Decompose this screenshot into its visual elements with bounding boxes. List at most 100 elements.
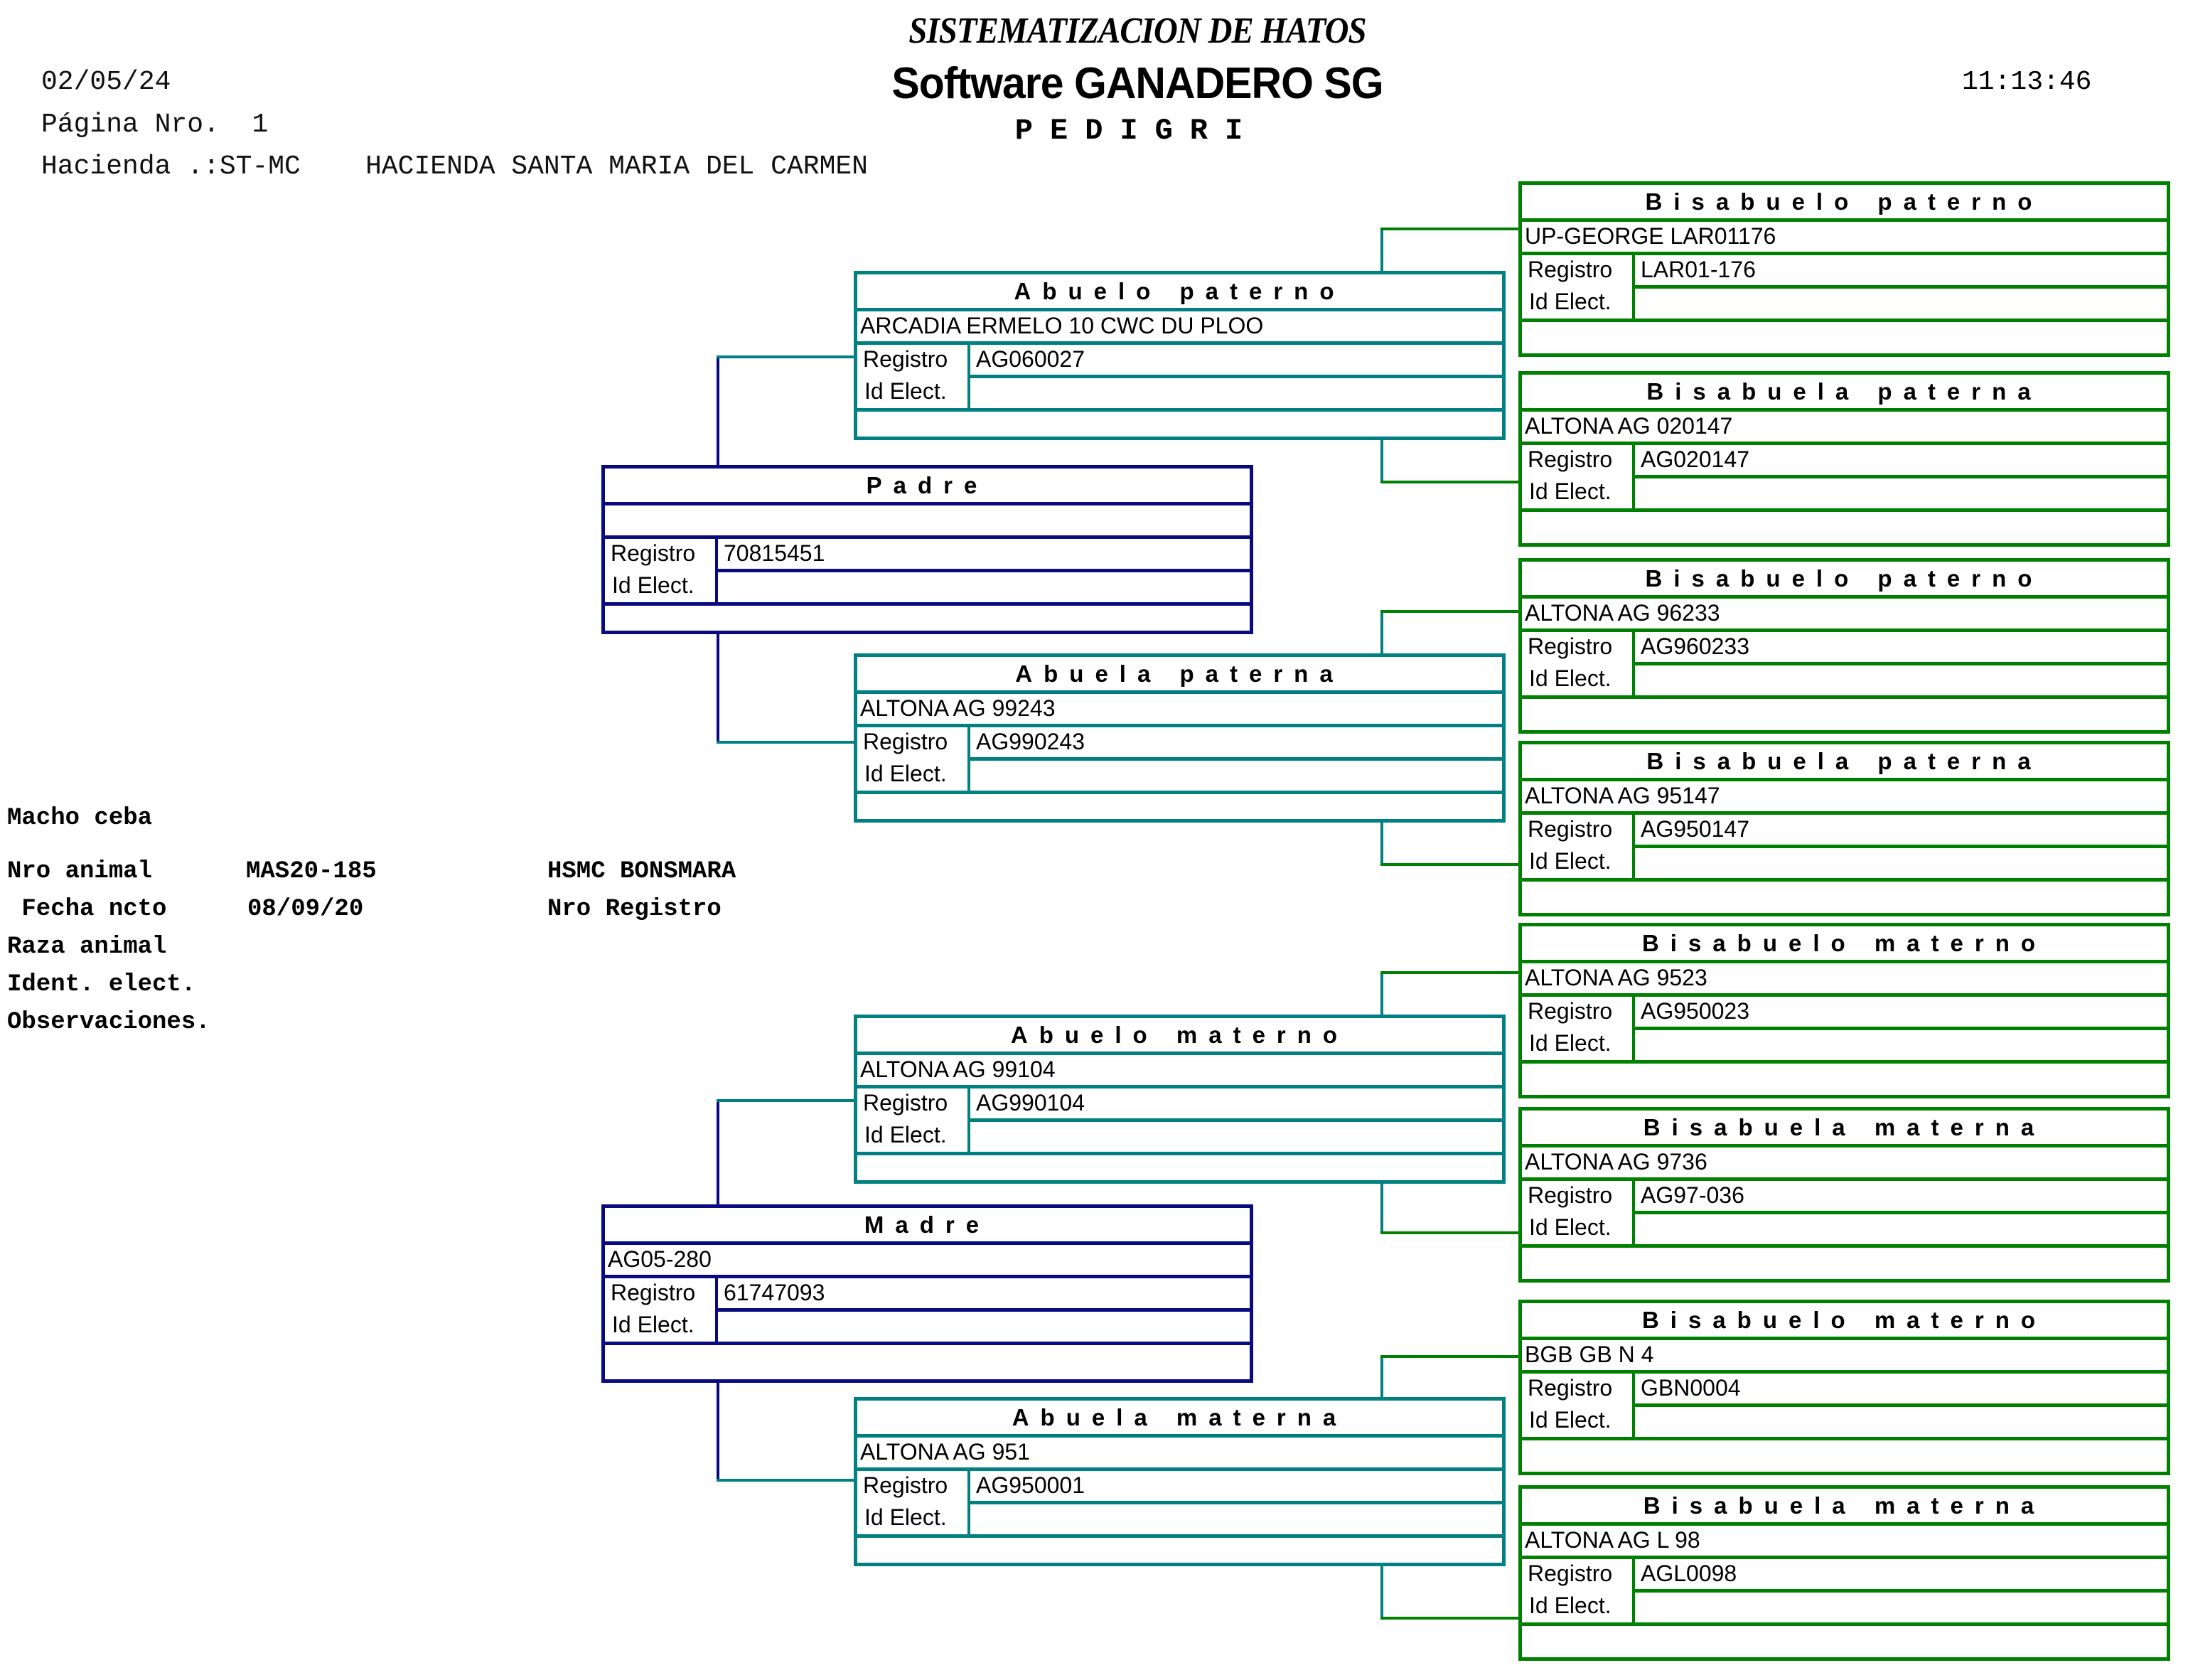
box-title: Abuelo materno <box>1010 1022 1349 1048</box>
box-title: Abuela paterna <box>1015 660 1344 687</box>
divider <box>1632 662 2167 665</box>
divider <box>1522 252 2167 255</box>
connector-abuela-materna <box>717 1479 854 1482</box>
divider <box>1522 408 2167 412</box>
software-title: Software GANADERO SG <box>891 59 1383 108</box>
observaciones-label: Observaciones. <box>7 1009 210 1036</box>
animal-category: Macho ceba <box>7 805 153 832</box>
divider <box>715 569 1250 572</box>
report-time: 11:13:46 <box>1962 67 2092 97</box>
divider <box>1522 442 2167 445</box>
bisabuelo-box: Bisabuela materna ALTONA AG L 98 Registr… <box>1518 1485 2170 1661</box>
registro-label: Registro <box>611 540 696 566</box>
box-title: Bisabuelo paterno <box>1645 565 2044 592</box>
registro-value: AG950147 <box>1641 816 1750 842</box>
divider <box>605 502 1250 505</box>
ident-label: Ident. elect. <box>7 971 196 998</box>
divider <box>1632 1027 2167 1030</box>
registro-label: Registro <box>863 1090 948 1115</box>
id-elect-label: Id Elect. <box>612 1312 695 1337</box>
registro-label: Registro <box>1528 446 1613 472</box>
registro-label: Registro <box>1528 1182 1613 1208</box>
connector-madre-down <box>717 1383 719 1481</box>
connector-bis2 <box>1380 481 1518 483</box>
animal-name: UP-GEORGE LAR01176 <box>1525 223 1776 249</box>
registro-value: AG950001 <box>976 1472 1085 1498</box>
registro-label: Registro <box>863 1472 948 1498</box>
nro-animal-value: MAS20-185 <box>246 858 377 885</box>
registro-value: AG990243 <box>976 729 1085 754</box>
connector-bis7 <box>1380 1355 1518 1358</box>
box-title: Bisabuela materna <box>1643 1114 2046 1140</box>
bisabuelo-box: Bisabuelo materno ALTONA AG 9523 Registr… <box>1518 923 2170 1098</box>
connector-gp3-up <box>1380 971 1383 1015</box>
page-number: Página Nro. 1 <box>41 109 269 140</box>
hacienda-line: Hacienda .:ST-MC HACIENDA SANTA MARIA DE… <box>41 151 868 182</box>
id-elect-label: Id Elect. <box>1529 665 1611 691</box>
bisabuelo-box: Bisabuela paterna ALTONA AG 020147 Regis… <box>1518 371 2170 547</box>
abuelo-paterno-box: Abuelo paterno ARCADIA ERMELO 10 CWC DU … <box>854 271 1506 440</box>
box-title: Bisabuelo paterno <box>1645 188 2044 215</box>
id-elect-label: Id Elect. <box>1529 1593 1611 1618</box>
animal-name: ALTONA AG 99243 <box>860 695 1056 721</box>
divider <box>857 308 1502 311</box>
connector-abuela-paterna <box>717 741 854 744</box>
divider <box>857 1152 1502 1155</box>
divider <box>967 375 1502 378</box>
madre-box: Madre AG05-280 Registro 61747093 Id Elec… <box>601 1204 1253 1383</box>
animal-name: ALTONA AG 96233 <box>1525 600 1720 626</box>
divider <box>1522 1244 2167 1248</box>
divider <box>1522 1556 2167 1559</box>
raza-label: Raza animal <box>7 933 167 961</box>
divider <box>1522 1177 2167 1181</box>
id-elect-label: Id Elect. <box>864 378 947 404</box>
bisabuelo-box: Bisabuelo materno BGB GB N 4 Registro GB… <box>1518 1300 2170 1475</box>
id-elect-label: Id Elect. <box>1529 848 1611 874</box>
divider <box>1632 1403 2167 1407</box>
box-title: Bisabuela paterna <box>1646 748 2042 774</box>
divider <box>1522 811 2167 815</box>
divider <box>1632 475 2167 478</box>
bisabuelo-box: Bisabuelo paterno ALTONA AG 96233 Regist… <box>1518 558 2170 734</box>
divider <box>1522 993 2167 997</box>
abuelo-materno-box: Abuelo materno ALTONA AG 99104 Registro … <box>854 1015 1506 1184</box>
divider <box>857 1467 1502 1471</box>
divider <box>1522 1522 2167 1526</box>
divider <box>1522 1622 2167 1626</box>
connector-gp2-up <box>1380 610 1383 653</box>
registro-value: LAR01-176 <box>1641 257 1756 282</box>
id-elect-label: Id Elect. <box>1529 289 1611 314</box>
divider <box>605 1241 1250 1245</box>
nro-animal-label: Nro animal <box>7 858 153 885</box>
id-elect-label: Id Elect. <box>1529 1407 1611 1433</box>
divider <box>967 757 1502 761</box>
divider <box>857 724 1502 727</box>
connector-gp4-up <box>1380 1355 1383 1397</box>
divider <box>857 1534 1502 1538</box>
divider <box>857 1434 1502 1438</box>
abuela-paterna-box: Abuela paterna ALTONA AG 99243 Registro … <box>854 653 1506 823</box>
divider <box>1522 1144 2167 1147</box>
animal-name: ALTONA AG 9523 <box>1525 965 1707 990</box>
box-title: Madre <box>864 1211 991 1238</box>
box-title: Bisabuelo materno <box>1641 930 2047 956</box>
divider <box>1522 960 2167 963</box>
fecha-value: 08/09/20 <box>247 896 364 923</box>
divider <box>857 408 1502 412</box>
divider <box>1522 778 2167 781</box>
divider <box>1522 218 2167 222</box>
registro-value: AG060027 <box>976 346 1085 372</box>
animal-name: AG05-280 <box>608 1246 712 1272</box>
divider <box>1522 695 2167 699</box>
connector-gp3-down <box>1380 1184 1383 1234</box>
animal-name: BGB GB N 4 <box>1525 1342 1654 1367</box>
divider <box>605 1342 1250 1345</box>
abuela-materna-box: Abuela materna ALTONA AG 951 Registro AG… <box>854 1397 1506 1566</box>
connector-bis8 <box>1380 1617 1518 1620</box>
registro-value: AG960233 <box>1641 633 1750 659</box>
connector-gp1-up <box>1380 228 1383 271</box>
divider <box>605 1275 1250 1278</box>
divider <box>967 1501 1502 1504</box>
divider <box>1522 878 2167 882</box>
id-elect-label: Id Elect. <box>1529 1214 1611 1240</box>
